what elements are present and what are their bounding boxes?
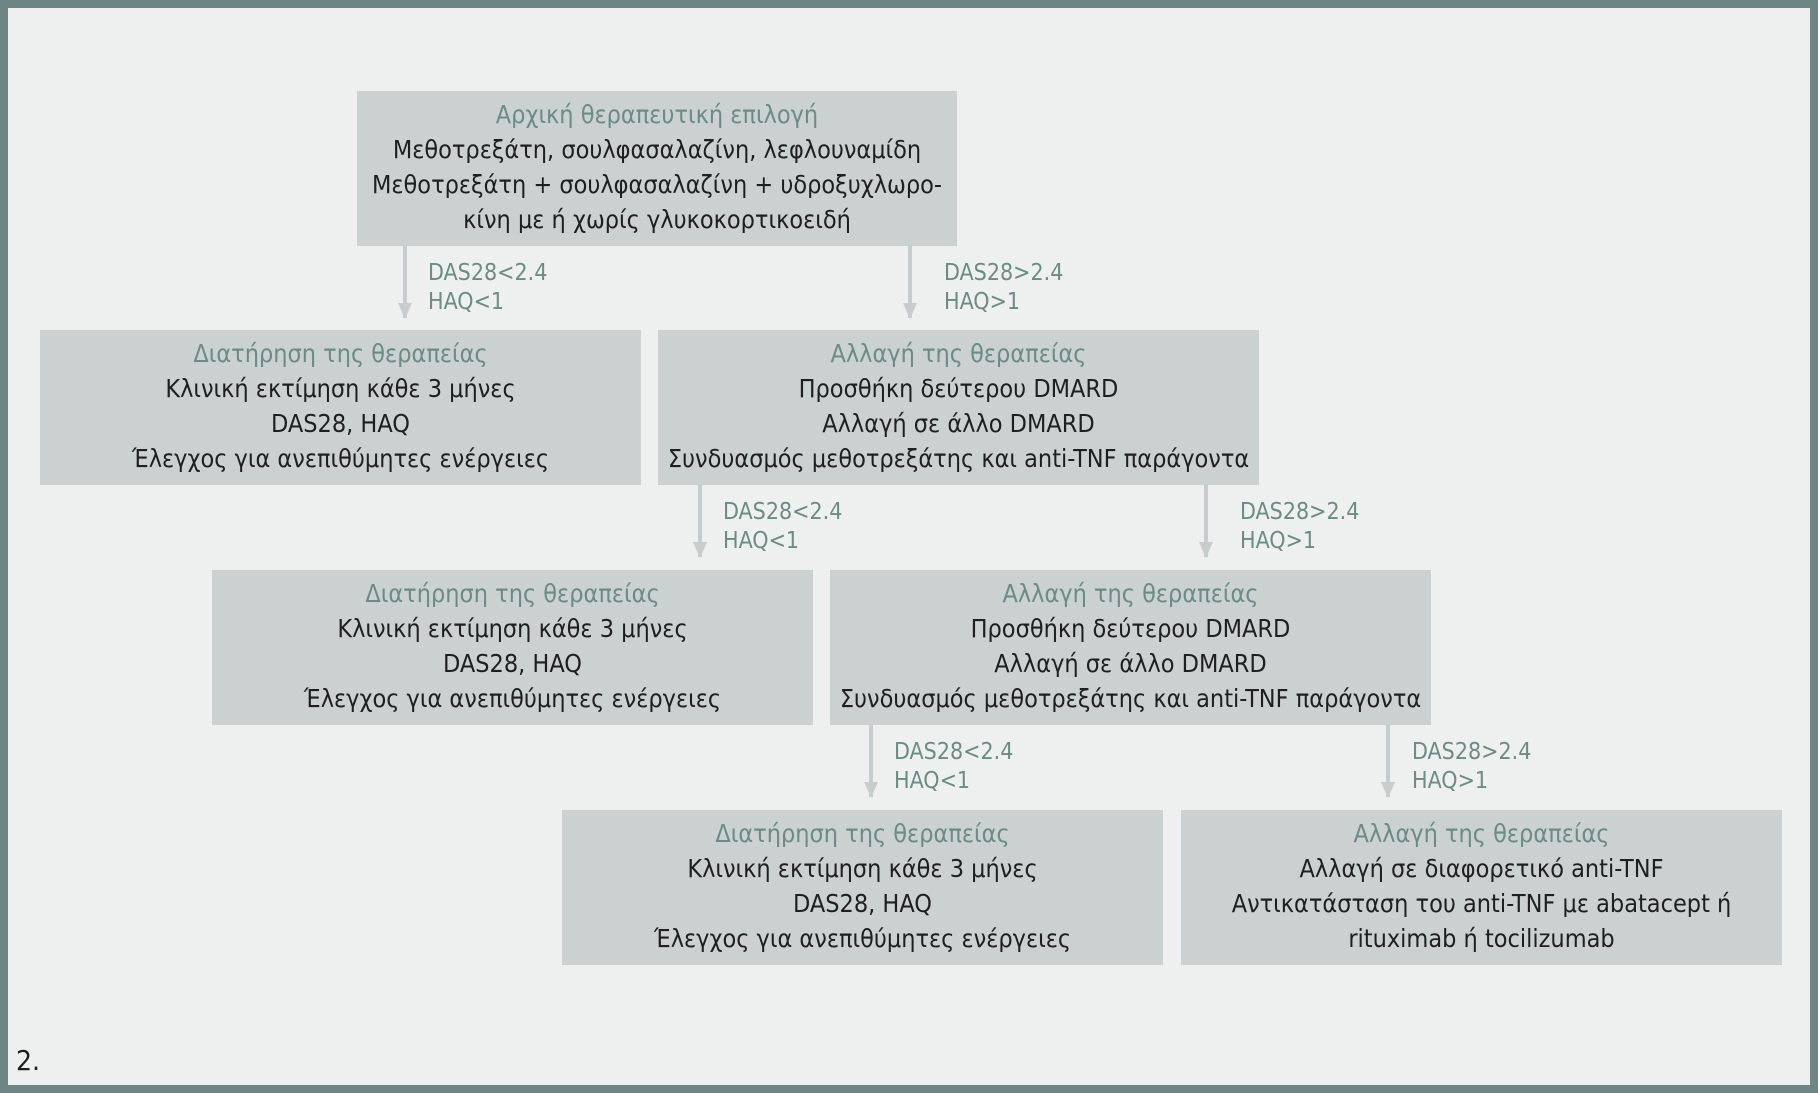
condition-haq: HAQ>1 [1412,768,1489,794]
box-title: Διατήρηση της θεραπείας [365,579,660,608]
box-title: Διατήρηση της θεραπείας [715,819,1010,848]
condition-good-label: DAS28<2.4 HAQ<1 [428,259,547,317]
box-line: Κλινική εκτίμηση κάθε 3 μήνες [337,614,688,643]
box-line: Προσθήκη δεύτερου DMARD [970,614,1291,643]
box-line: DAS28, HAQ [792,889,932,918]
box-line: Συνδυασμός μεθοτρεξάτης και anti-TNF παρ… [667,444,1250,473]
condition-haq: HAQ>1 [1240,528,1317,554]
box-line: κίνη με ή χωρίς γλυκοκορτικοειδή [463,205,851,234]
box-line: DAS28, HAQ [442,649,582,678]
box-line: Συνδυασμός μεθοτρεξάτης και anti-TNF παρ… [839,684,1422,713]
box-line: Έλεγχος για ανεπιθύμητες ενέργειες [131,444,550,473]
figure-number: 2. [16,1044,41,1077]
condition-bad-label: DAS28>2.4 HAQ>1 [944,259,1063,317]
initial-therapy-box: Αρχική θεραπευτική επιλογή Μεθοτρεξάτη, … [357,91,957,246]
box-title: Αρχική θεραπευτική επιλογή [495,100,819,129]
box-line: Κλινική εκτίμηση κάθε 3 μήνες [165,374,516,403]
condition-das28: DAS28>2.4 [944,260,1064,286]
condition-haq: HAQ<1 [428,289,505,315]
box-line: Έλεγχος για ανεπιθύμητες ενέργειες [303,684,722,713]
change-therapy-box: Αλλαγή της θεραπείας Αλλαγή σε διαφορετι… [1181,810,1782,965]
box-line: Μεθοτρεξάτη, σουλφασαλαζίνη, λεφλουναμίδ… [392,135,922,164]
box-title: Αλλαγή της θεραπείας [830,339,1087,368]
maintain-therapy-box: Διατήρηση της θεραπείας Κλινική εκτίμηση… [562,810,1163,965]
condition-good-label: DAS28<2.4 HAQ<1 [723,498,842,556]
condition-bad-label: DAS28>2.4 HAQ>1 [1412,738,1531,796]
condition-das28: DAS28<2.4 [428,260,548,286]
condition-haq: HAQ<1 [723,528,800,554]
box-line: rituximab ή tocilizumab [1348,924,1615,953]
box-line: Κλινική εκτίμηση κάθε 3 μήνες [687,854,1038,883]
box-line: Αλλαγή σε άλλο DMARD [994,649,1267,678]
box-line: Αλλαγή σε άλλο DMARD [822,409,1095,438]
condition-bad-label: DAS28>2.4 HAQ>1 [1240,498,1359,556]
condition-good-label: DAS28<2.4 HAQ<1 [894,738,1013,796]
maintain-therapy-box: Διατήρηση της θεραπείας Κλινική εκτίμηση… [212,570,813,725]
condition-haq: HAQ<1 [894,768,971,794]
box-line: Προσθήκη δεύτερου DMARD [798,374,1119,403]
condition-haq: HAQ>1 [944,289,1021,315]
flow-arrows [398,246,1395,798]
box-line: Αντικατάσταση του anti-TNF με abatacept … [1231,889,1732,918]
condition-das28: DAS28>2.4 [1412,739,1532,765]
condition-das28: DAS28>2.4 [1240,499,1360,525]
box-line: Έλεγχος για ανεπιθύμητες ενέργειες [653,924,1072,953]
box-line: DAS28, HAQ [270,409,410,438]
condition-das28: DAS28<2.4 [894,739,1014,765]
box-line: Αλλαγή σε διαφορετικό anti-TNF [1299,854,1664,883]
box-title: Διατήρηση της θεραπείας [193,339,488,368]
condition-das28: DAS28<2.4 [723,499,843,525]
change-therapy-box: Αλλαγή της θεραπείας Προσθήκη δεύτερου D… [830,570,1431,725]
box-title: Αλλαγή της θεραπείας [1002,579,1259,608]
maintain-therapy-box: Διατήρηση της θεραπείας Κλινική εκτίμηση… [40,330,641,485]
change-therapy-box: Αλλαγή της θεραπείας Προσθήκη δεύτερου D… [658,330,1259,485]
box-line: Μεθοτρεξάτη + σουλφασαλαζίνη + υδροξυχλω… [371,170,942,199]
box-title: Αλλαγή της θεραπείας [1353,819,1610,848]
